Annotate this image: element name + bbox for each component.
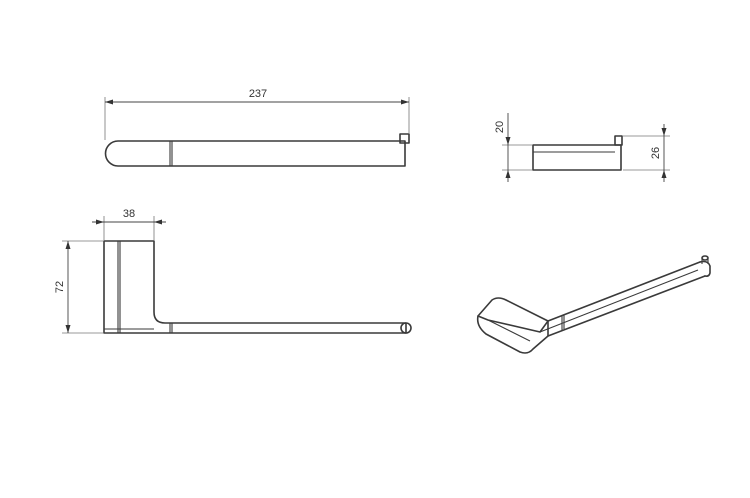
dimension-rod-height: 20 <box>494 113 532 182</box>
dimension-base-height: 72 <box>54 240 103 334</box>
dimension-base-width-label: 38 <box>123 208 135 220</box>
top-view-outline <box>104 133 410 167</box>
side-view-outline <box>532 135 623 171</box>
dimension-rod-height-label: 20 <box>494 121 506 133</box>
front-view-outline <box>103 240 412 334</box>
isometric-view <box>476 255 711 354</box>
side-view: 20 26 <box>494 113 670 182</box>
dimension-base-height-label: 72 <box>54 281 66 293</box>
dimension-total-length-label: 237 <box>249 88 267 100</box>
dimension-total-length: 237 <box>104 88 410 140</box>
dimension-overall-height: 26 <box>623 124 670 182</box>
front-view: 38 72 <box>54 208 412 334</box>
top-view: 237 <box>104 88 410 167</box>
dimension-base-width: 38 <box>92 208 166 240</box>
dimension-overall-height-label: 26 <box>650 147 662 159</box>
